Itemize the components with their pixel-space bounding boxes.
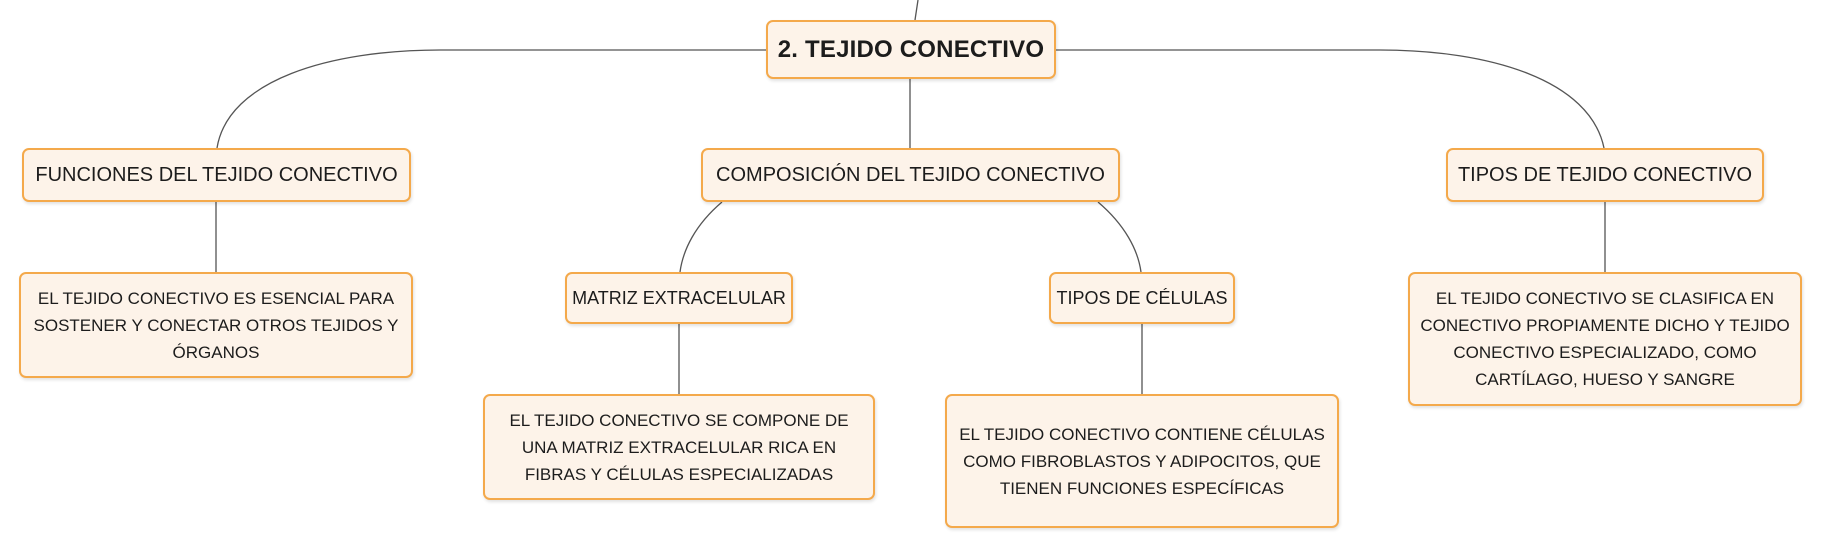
connector-root-functions xyxy=(216,49,770,149)
subtopic-matriz[interactable]: MATRIZ EXTRACELULAR xyxy=(565,272,793,324)
subtopic-celulas[interactable]: TIPOS DE CÉLULAS xyxy=(1049,272,1235,324)
subtopic-matriz-label: MATRIZ EXTRACELULAR xyxy=(572,287,786,308)
connector-composition-matriz xyxy=(679,201,723,273)
topic-functions[interactable]: FUNCIONES DEL TEJIDO CONECTIVO xyxy=(22,148,411,202)
detail-types-text: EL TEJIDO CONECTIVO SE CLASIFICA EN CONE… xyxy=(1420,289,1790,389)
subtopic-celulas-label: TIPOS DE CÉLULAS xyxy=(1056,287,1228,308)
topic-composition-label: COMPOSICIÓN DEL TEJIDO CONECTIVO xyxy=(716,163,1105,186)
topic-types[interactable]: TIPOS DE TEJIDO CONECTIVO xyxy=(1446,148,1764,202)
detail-celulas-text: EL TEJIDO CONECTIVO CONTIENE CÉLULAS COM… xyxy=(959,424,1325,498)
detail-celulas[interactable]: EL TEJIDO CONECTIVO CONTIENE CÉLULAS COM… xyxy=(945,394,1339,528)
detail-functions-text: EL TEJIDO CONECTIVO ES ESENCIAL PARA SOS… xyxy=(33,288,399,362)
detail-matriz[interactable]: EL TEJIDO CONECTIVO SE COMPONE DE UNA MA… xyxy=(483,394,875,500)
root-node[interactable]: 2. TEJIDO CONECTIVO xyxy=(766,20,1056,79)
root-label: 2. TEJIDO CONECTIVO xyxy=(777,35,1045,63)
connector-parent-root xyxy=(914,0,919,21)
detail-matriz-text: EL TEJIDO CONECTIVO SE COMPONE DE UNA MA… xyxy=(509,410,849,484)
topic-composition[interactable]: COMPOSICIÓN DEL TEJIDO CONECTIVO xyxy=(701,148,1120,202)
connector-root-types xyxy=(1055,49,1605,149)
connector-composition-celulas xyxy=(1097,201,1142,273)
detail-types[interactable]: EL TEJIDO CONECTIVO SE CLASIFICA EN CONE… xyxy=(1408,272,1802,406)
detail-functions[interactable]: EL TEJIDO CONECTIVO ES ESENCIAL PARA SOS… xyxy=(19,272,413,378)
topic-types-label: TIPOS DE TEJIDO CONECTIVO xyxy=(1457,163,1753,186)
topic-functions-label: FUNCIONES DEL TEJIDO CONECTIVO xyxy=(35,163,398,186)
